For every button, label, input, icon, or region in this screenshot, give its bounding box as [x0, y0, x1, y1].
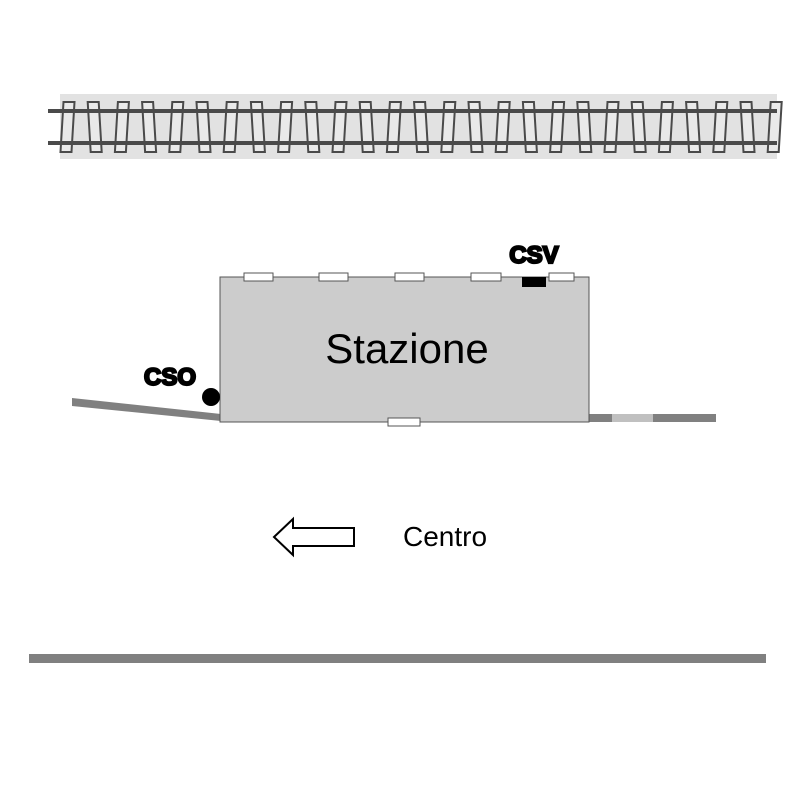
- railway-sleeper: [86, 101, 103, 153]
- railway-sleeper: [168, 101, 185, 153]
- railway-sleeper: [59, 101, 76, 153]
- railway-sleeper: [385, 101, 402, 153]
- cso-marker: CSO: [143, 363, 220, 406]
- road-bottom: [29, 654, 766, 663]
- station-body: [219, 276, 590, 423]
- railway-sleeper: [712, 101, 729, 153]
- railway-sleeper: [576, 101, 593, 153]
- railway-sleeper: [494, 101, 511, 153]
- railway-sleeper: [549, 101, 566, 153]
- cso-label: CSO: [144, 364, 196, 391]
- circle-marker-icon: [202, 388, 220, 406]
- railway-sleeper: [304, 101, 321, 153]
- railway-sleeper: [467, 101, 484, 153]
- railway-sleeper: [521, 101, 538, 153]
- railway-sleeper: [440, 101, 457, 153]
- direction-label: Centro: [403, 521, 487, 552]
- road-right: [589, 414, 716, 422]
- railway-sleeper: [249, 101, 266, 153]
- railway-sleeper: [113, 101, 130, 153]
- csv-label: CSV: [509, 242, 558, 269]
- railway-sleeper: [766, 101, 783, 153]
- station-window: [548, 272, 575, 282]
- railway-sleeper: [739, 101, 756, 153]
- station-window: [318, 272, 349, 282]
- square-marker-icon: [522, 277, 546, 287]
- station-window: [243, 272, 274, 282]
- railway-sleeper: [195, 101, 212, 153]
- railway-sleeper: [277, 101, 294, 153]
- railway-sleepers: [59, 101, 783, 153]
- station-window: [394, 272, 425, 282]
- railway-sleeper: [657, 101, 674, 153]
- road-left: [72, 398, 221, 421]
- station-building: Stazione: [219, 272, 590, 427]
- direction-indicator: Centro: [272, 516, 487, 558]
- railway-sleeper: [603, 101, 620, 153]
- road-right-crossing: [612, 414, 653, 422]
- railway-sleeper: [222, 101, 239, 153]
- station-door: [387, 417, 421, 427]
- left-arrow-icon: [272, 516, 355, 558]
- railway-track: [48, 94, 783, 159]
- railway-sleeper: [630, 101, 647, 153]
- csv-marker: CSV: [508, 241, 560, 287]
- station-label: Stazione: [325, 325, 488, 372]
- railway-sleeper: [685, 101, 702, 153]
- station-window: [470, 272, 502, 282]
- railway-sleeper: [358, 101, 375, 153]
- railway-sleeper: [413, 101, 430, 153]
- railway-sleeper: [141, 101, 158, 153]
- railway-sleeper: [331, 101, 348, 153]
